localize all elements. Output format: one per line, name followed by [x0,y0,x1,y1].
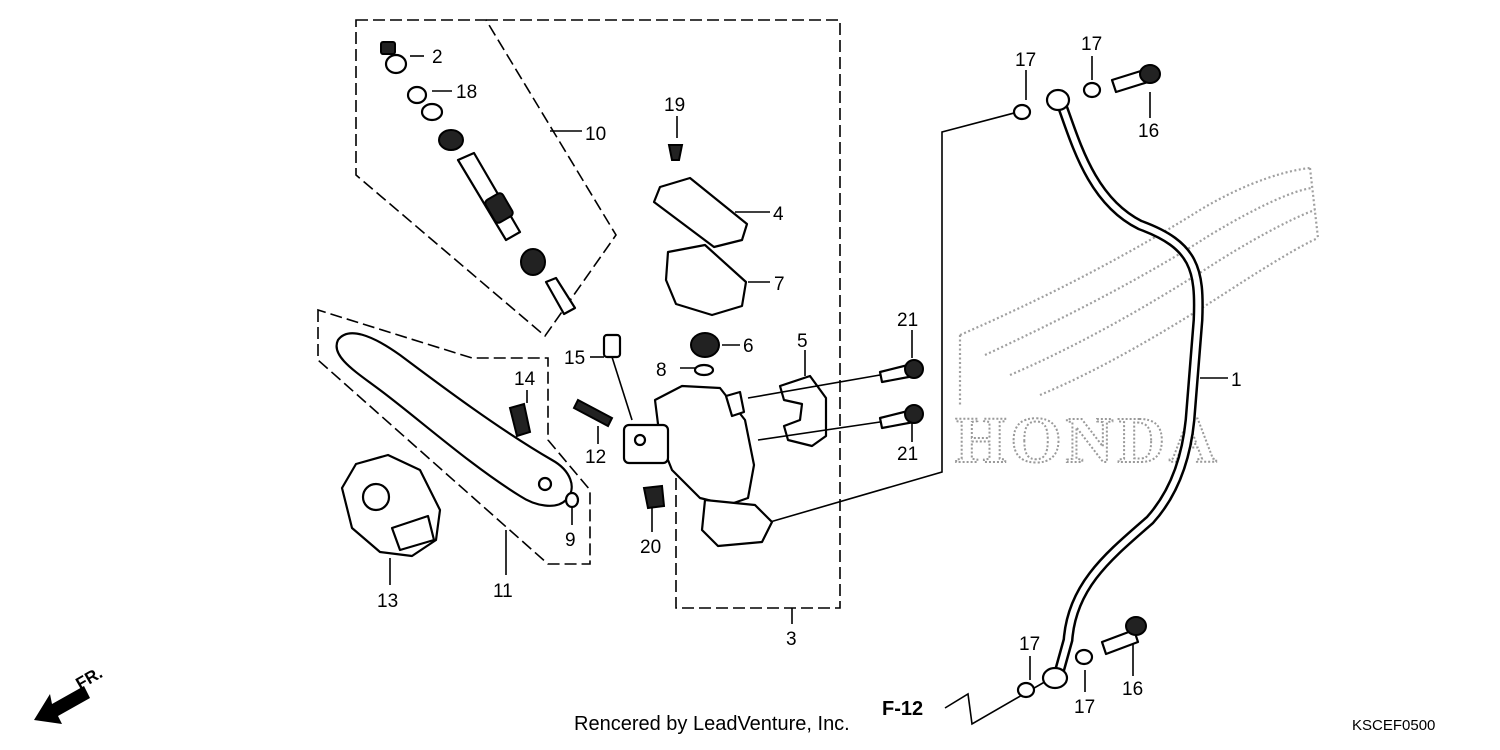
callout-17-bottom-left: 17 [1019,634,1040,655]
reference-f12: F-12 [882,698,923,720]
callout-19: 19 [664,95,685,116]
callout-15: 15 [564,348,585,369]
group-10-outline [355,19,617,338]
render-credit: Rencered by LeadVenture, Inc. [574,713,850,735]
front-direction-arrow: FR. [34,663,106,724]
callout-12: 12 [585,447,606,468]
callout-7: 7 [774,274,785,295]
callout-6: 6 [743,336,754,357]
honda-watermark: HONDA [954,166,1320,478]
callout-1: 1 [1231,370,1242,391]
callout-21-top: 21 [897,310,918,331]
callout-3: 3 [786,629,797,650]
callout-16-bottom: 16 [1122,679,1143,700]
callout-21-bottom: 21 [897,444,918,465]
callout-8: 8 [656,360,667,381]
callout-18: 18 [456,82,477,103]
callout-14: 14 [514,369,536,390]
master-cylinder-body-3 [622,384,774,548]
callout-11: 11 [493,581,513,602]
piston-kit-10 [380,41,577,316]
callout-2: 2 [432,47,443,68]
brake-hose-1 [1012,64,1204,699]
callout-10: 10 [585,124,606,145]
brake-lever-11 [335,332,580,509]
callout-9: 9 [565,530,576,551]
pivot-and-spring [572,333,633,428]
diagram-code: KSCEF0500 [1352,717,1435,734]
callout-20: 20 [640,537,661,558]
callout-5: 5 [797,331,808,352]
callout-17-bottom-right: 17 [1074,697,1095,718]
fr-label: FR. [73,663,106,693]
group-3-outline [486,19,841,609]
group-11-outline [317,308,591,565]
switch-housing-13 [340,453,442,558]
callout-17-top-left: 17 [1015,50,1036,71]
reservoir-parts [652,144,749,377]
honda-wordmark: HONDA [955,404,1221,477]
callout-17-top-right: 17 [1081,34,1102,55]
callout-labels: 2 18 10 19 4 7 5 6 8 15 14 12 21 21 1 9 … [377,34,1242,718]
holder-and-bolts [747,359,924,448]
callout-4: 4 [773,204,784,225]
callout-13: 13 [377,591,398,612]
callout-16-top: 16 [1138,121,1159,142]
